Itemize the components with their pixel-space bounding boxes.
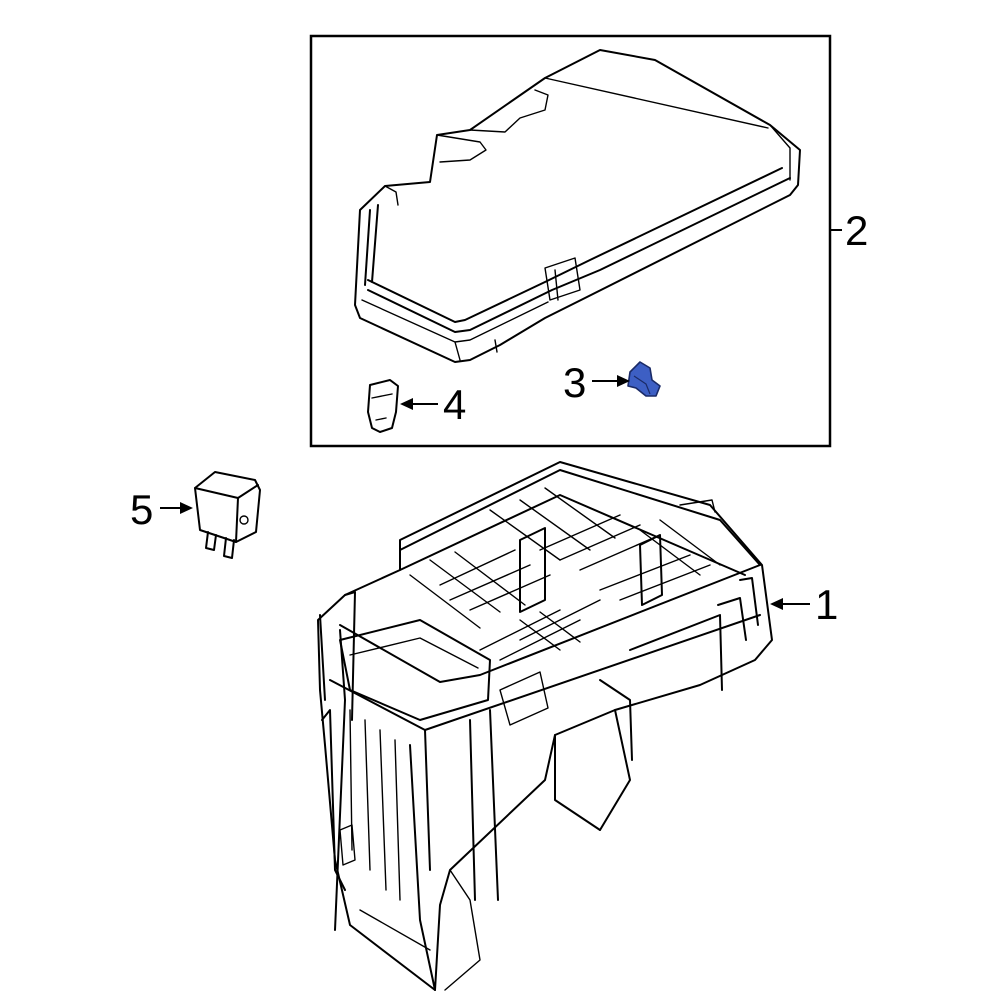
callout-4: 4 <box>443 381 466 428</box>
callout-5: 5 <box>130 486 153 533</box>
fuse-part-3[interactable] <box>627 361 661 397</box>
fuse-box-cover[interactable] <box>354 49 801 363</box>
fuse-box-base[interactable] <box>317 461 773 991</box>
callout-3: 3 <box>563 359 586 406</box>
relay-part-5[interactable] <box>194 471 261 559</box>
kit-frame <box>309 34 832 448</box>
callout-1: 1 <box>815 581 838 628</box>
fuse-part-4[interactable] <box>367 379 399 433</box>
callout-arrows <box>160 375 810 610</box>
callout-2: 2 <box>845 207 868 254</box>
